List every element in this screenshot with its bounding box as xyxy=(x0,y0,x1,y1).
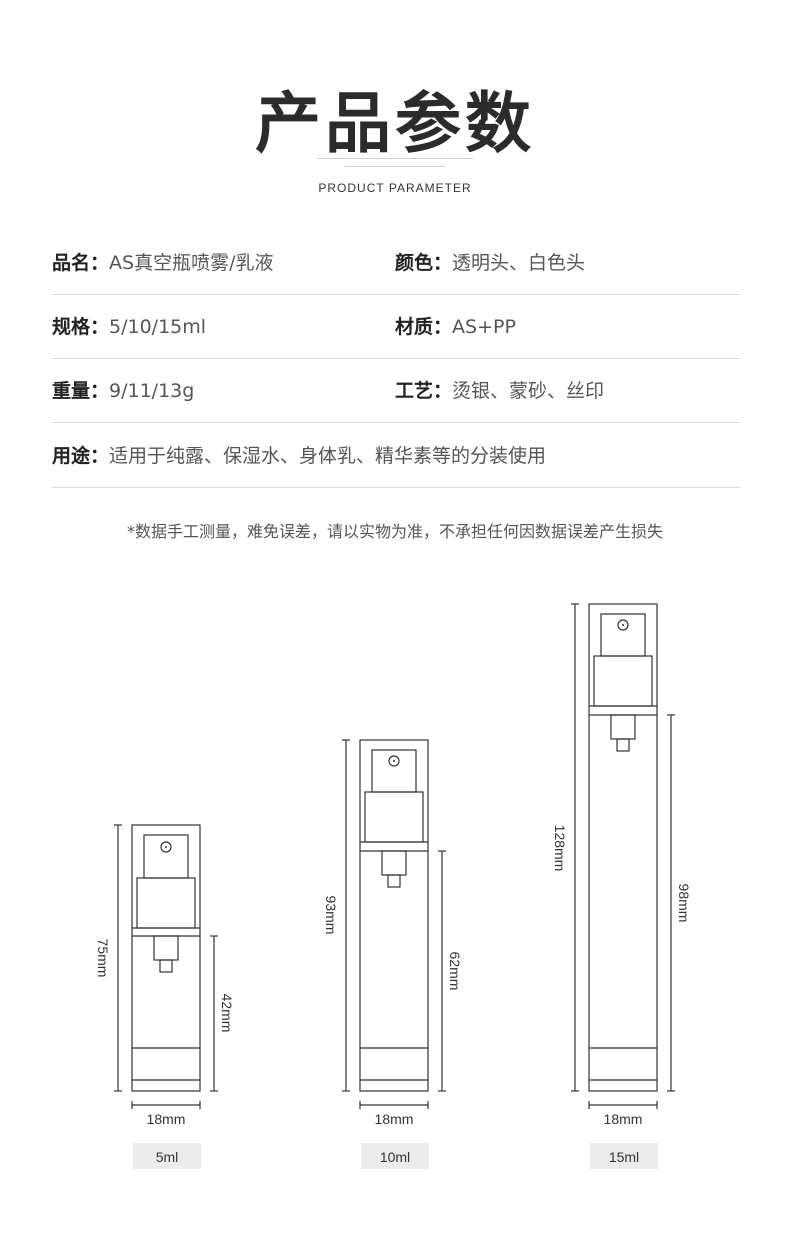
param-color-value: 透明头、白色头 xyxy=(452,252,586,274)
param-row-spec-material: 规格：5/10/15ml 材质：AS+PP xyxy=(52,295,740,359)
total-height-label: 75mm xyxy=(95,939,111,978)
width-label: 18mm xyxy=(604,1111,643,1127)
capacity-badge xyxy=(590,1143,658,1169)
param-weight-label: 重量： xyxy=(52,380,110,402)
nozzle-hole-icon xyxy=(388,755,400,767)
pump-tip xyxy=(159,959,173,973)
pump-collar xyxy=(136,877,196,929)
param-spec: 规格：5/10/15ml xyxy=(52,295,206,359)
pump-tip xyxy=(387,874,401,888)
page-subtitle: PRODUCT PARAMETER xyxy=(318,181,472,195)
capacity-label: 15ml xyxy=(609,1149,639,1165)
bottle-outline xyxy=(588,603,658,1092)
capacity-label: 5ml xyxy=(156,1149,179,1165)
body-height-label: 98mm xyxy=(676,884,692,923)
param-craft: 工艺：烫银、蒙砂、丝印 xyxy=(395,359,604,423)
param-name-value: AS真空瓶喷雾/乳液 xyxy=(109,252,274,274)
param-weight: 重量：9/11/13g xyxy=(52,359,194,423)
row-divider xyxy=(52,422,740,423)
capacity-badge xyxy=(361,1143,429,1169)
title-divider-top xyxy=(317,158,473,159)
param-material-value: AS+PP xyxy=(452,316,516,338)
title-divider-bottom xyxy=(345,166,445,167)
param-usage-label: 用途： xyxy=(52,445,110,467)
page-title: 产品参数 xyxy=(255,85,535,162)
row-divider xyxy=(52,294,740,295)
param-name-label: 品名： xyxy=(52,252,110,274)
bottle-15ml: 128mm 98mm 18mm 15ml xyxy=(552,603,692,1169)
param-usage-value: 适用于纯露、保湿水、身体乳、精华素等的分装使用 xyxy=(109,445,547,467)
param-row-usage: 用途：适用于纯露、保湿水、身体乳、精华素等的分装使用 xyxy=(52,424,740,488)
param-material-label: 材质： xyxy=(395,316,453,338)
pump-stem xyxy=(610,714,636,740)
nozzle-hole-dot xyxy=(165,846,167,848)
bottle-5ml: 75mm 42mm 18mm 5ml xyxy=(95,824,235,1169)
measurement-disclaimer: *数据手工测量，难免误差，请以实物为准，不承担任何因数据误差产生损失 xyxy=(126,522,663,541)
bottle-dimension-diagrams: 75mm 42mm 18mm 5ml 93mm 62mm xyxy=(95,603,692,1169)
param-usage: 用途：适用于纯露、保湿水、身体乳、精华素等的分装使用 xyxy=(52,424,546,488)
nozzle-hole-dot xyxy=(622,624,624,626)
param-row-name-color: 品名：AS真空瓶喷雾/乳液 颜色：透明头、白色头 xyxy=(52,231,740,295)
param-weight-value: 9/11/13g xyxy=(109,380,195,402)
capacity-badge xyxy=(133,1143,201,1169)
total-height-label: 128mm xyxy=(552,825,568,872)
bottle-outline xyxy=(131,824,201,1092)
param-row-weight-craft: 重量：9/11/13g 工艺：烫银、蒙砂、丝印 xyxy=(52,359,740,423)
body-height-label: 42mm xyxy=(219,994,235,1033)
total-height-label: 93mm xyxy=(323,896,339,935)
width-label: 18mm xyxy=(147,1111,186,1127)
param-spec-value: 5/10/15ml xyxy=(109,316,207,338)
pump-stem xyxy=(153,935,179,961)
pump-collar xyxy=(364,791,424,843)
nozzle-hole-dot xyxy=(393,760,395,762)
param-name: 品名：AS真空瓶喷雾/乳液 xyxy=(52,231,273,295)
pump-tip xyxy=(616,738,630,752)
param-color: 颜色：透明头、白色头 xyxy=(395,231,585,295)
nozzle-hole-icon xyxy=(617,619,629,631)
nozzle-hole-icon xyxy=(160,841,172,853)
width-label: 18mm xyxy=(375,1111,414,1127)
pump-collar xyxy=(593,655,653,707)
param-color-label: 颜色： xyxy=(395,252,453,274)
param-craft-label: 工艺： xyxy=(395,380,453,402)
bottle-10ml: 93mm 62mm 18mm 10ml xyxy=(323,739,463,1169)
row-divider xyxy=(52,487,740,488)
bottle-outline xyxy=(359,739,429,1092)
param-craft-value: 烫银、蒙砂、丝印 xyxy=(452,380,605,402)
capacity-label: 10ml xyxy=(380,1149,410,1165)
body-height-label: 62mm xyxy=(447,952,463,991)
param-material: 材质：AS+PP xyxy=(395,295,516,359)
pump-stem xyxy=(381,850,407,876)
param-spec-label: 规格： xyxy=(52,316,110,338)
row-divider xyxy=(52,358,740,359)
